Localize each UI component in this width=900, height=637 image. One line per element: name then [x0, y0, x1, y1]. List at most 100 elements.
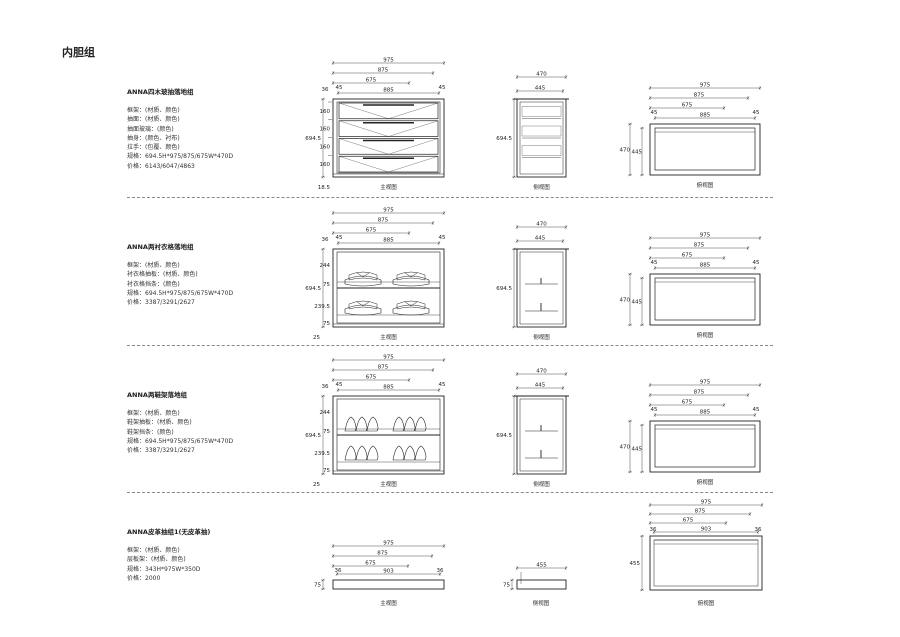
- dimension-label: 45: [439, 85, 446, 91]
- spec-line: 价格：3387/3291/2627: [127, 447, 195, 455]
- dimension-tick: [756, 530, 760, 534]
- dimension-tick: [336, 388, 340, 392]
- product-info-2: ANNA两衬衣格落地组 框架：(材质、颜色) 衬衣格抽板：(材质、颜色) 衬衣格…: [127, 241, 233, 307]
- dimension-label: 875: [377, 551, 388, 557]
- view-label: 侧视图: [533, 599, 550, 607]
- dimension-label: 675: [682, 103, 693, 109]
- shirt-icon: [392, 304, 430, 316]
- dimension-tick: [561, 239, 565, 243]
- spec-line: 衬衣格抽板：(材质、颜色): [127, 271, 198, 279]
- dimension-label: 675: [682, 400, 693, 406]
- dimension-tick: [628, 173, 632, 177]
- dimension-tick: [431, 368, 435, 372]
- dimension-label: 445: [535, 236, 546, 242]
- shirt-collar-icon: [356, 301, 370, 307]
- spec-line: 规格：694.5H*975/875/675W*470D: [127, 437, 234, 445]
- cabinet-inner: [336, 101, 441, 174]
- dimension-label: 45: [753, 110, 760, 116]
- dimension-tick: [515, 75, 519, 79]
- shirt-icon: [348, 300, 378, 310]
- shoe-icon: [344, 445, 357, 461]
- view-label: 侧视图: [533, 183, 550, 191]
- top-outline: [649, 273, 761, 326]
- dimension-label: 675: [683, 518, 694, 524]
- dimension-tick: [758, 236, 762, 240]
- spec-line: 抽身：(颜色、衬布): [127, 134, 180, 142]
- dimension-label: 36: [335, 568, 342, 574]
- dimension-tick: [653, 413, 657, 417]
- dimension-label: 455: [536, 563, 547, 569]
- spec-line: 鞋架抽板：(材质、颜色): [127, 419, 192, 427]
- dimension-tick: [331, 211, 335, 215]
- dimension-tick: [321, 578, 325, 582]
- dimension-tick: [512, 175, 516, 179]
- dimension-tick: [321, 325, 325, 329]
- dimension-label: 45: [439, 382, 446, 388]
- dimension-label: 903: [383, 569, 394, 575]
- dimension-label: 975: [383, 208, 394, 214]
- drawer-side: [521, 106, 562, 117]
- view-label: 俯视图: [697, 478, 714, 486]
- shoe-icon: [366, 445, 379, 461]
- dimension-tick: [640, 173, 644, 177]
- spec-line: 规格：694.5H*975/875/675W*470D: [127, 289, 234, 297]
- shoe-icon: [344, 416, 357, 432]
- dimension-tick: [648, 403, 652, 407]
- product-name: ANNA两衬衣格落地组: [127, 243, 194, 251]
- dimension-label: 694.5: [305, 286, 321, 292]
- dimension-label: 18.5: [318, 185, 331, 191]
- dimension-tick: [746, 96, 750, 100]
- dimension-label: 160: [320, 144, 331, 150]
- top-outline: [649, 535, 763, 591]
- dimension-tick: [512, 394, 516, 398]
- dimension-tick: [648, 86, 652, 90]
- dimension-label: 975: [383, 355, 394, 361]
- dimension-tick: [648, 512, 652, 516]
- dimension-label: 45: [336, 85, 343, 91]
- shirt-icon: [344, 304, 382, 316]
- dimension-tick: [628, 419, 632, 423]
- dimension-tick: [331, 61, 335, 65]
- dimension-label: 694.5: [305, 433, 321, 439]
- shoe-icon: [366, 416, 379, 432]
- view-label: 主视图: [380, 480, 397, 488]
- dimension-label: 975: [700, 233, 711, 239]
- dimension-tick: [758, 383, 762, 387]
- dimension-label: 694.5: [496, 136, 512, 142]
- dimension-label: 470: [620, 445, 631, 451]
- page-title: 内胆组: [62, 46, 95, 59]
- dimension-label: 875: [694, 243, 705, 249]
- shirt-collar-icon: [404, 301, 418, 307]
- dimension-label: 885: [700, 113, 711, 119]
- shirt-icon: [348, 271, 378, 281]
- dimension-tick: [753, 116, 757, 120]
- dimension-label: 470: [536, 369, 547, 375]
- dimension-label: 160: [320, 162, 331, 168]
- cabinet-outline: [332, 395, 445, 475]
- dimension-tick: [628, 470, 632, 474]
- dimension-tick: [564, 225, 568, 229]
- dimension-tick: [515, 386, 519, 390]
- dimension-tick: [335, 572, 339, 576]
- dimension-tick: [512, 97, 516, 101]
- dimension-tick: [648, 521, 652, 525]
- cabinet-outline: [332, 579, 445, 590]
- dimension-label: 445: [632, 150, 643, 156]
- view-label: 主视图: [380, 333, 397, 341]
- dimension-label: 36: [650, 527, 657, 533]
- dimension-label: 875: [694, 93, 705, 99]
- dimension-tick: [321, 472, 325, 476]
- shirt-icon: [396, 271, 426, 281]
- dimension-label: 975: [700, 83, 711, 89]
- dimension-tick: [407, 81, 411, 85]
- dimension-label: 875: [378, 68, 389, 74]
- shirt-collar-icon: [356, 272, 370, 278]
- view-label: 俯视图: [697, 331, 714, 339]
- dimension-label: 45: [651, 110, 658, 116]
- dimension-tick: [406, 564, 410, 568]
- view-label: 俯视图: [697, 181, 714, 189]
- dimension-label: 675: [365, 561, 376, 567]
- dimension-label: 445: [632, 300, 643, 306]
- shoe-icon: [355, 416, 368, 432]
